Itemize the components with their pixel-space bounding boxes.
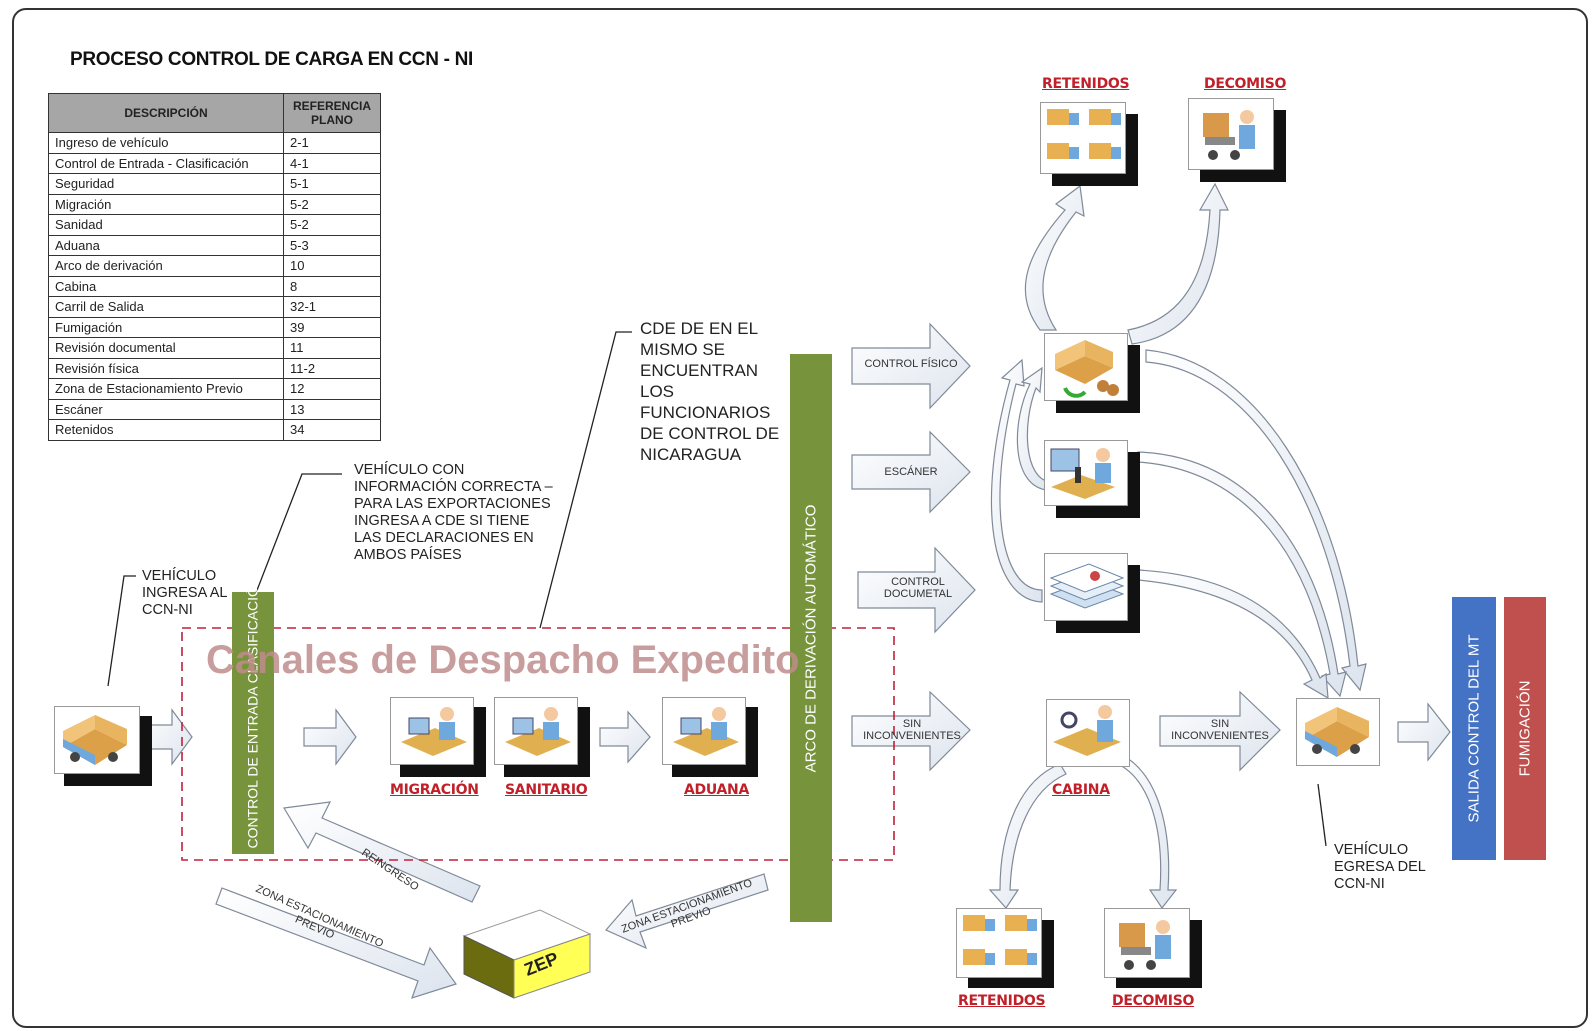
- label-aduana: ADUANA: [684, 782, 749, 798]
- arrow-label-escaner: ESCÁNER: [884, 466, 938, 478]
- label-decomiso-top: DECOMISO: [1204, 76, 1287, 92]
- bar-salida: SALIDA CONTROL DEL MT: [1452, 597, 1496, 860]
- canales-title: Canales de Despacho Expedito: [206, 638, 800, 682]
- arrow-up-retenidos: [1024, 184, 1085, 331]
- canales-dashed-box: [181, 627, 895, 861]
- arrow-zona-est-2: [605, 873, 769, 950]
- arrow-label-sin-inconvenientes-2: SIN INCONVENIENTES: [1171, 718, 1269, 742]
- note-vehiculo-ingresa: VEHÍCULO INGRESA AL CCN-NI: [142, 568, 227, 618]
- arrow-sanitary-to-customs: [599, 710, 651, 764]
- callout-ingresa: [107, 575, 136, 687]
- arrow-escaner-to-fisico: [1016, 366, 1051, 491]
- arrow-escaner: [851, 430, 971, 514]
- arrow-up-decomiso: [1127, 182, 1229, 345]
- label-sanitario: SANITARIO: [505, 782, 588, 798]
- callout-egresa: [1317, 783, 1327, 847]
- reference-table: DESCRIPCIÓN REFERENCIA PLANO Ingreso de …: [48, 93, 381, 441]
- table-header-row: DESCRIPCIÓN REFERENCIA PLANO: [48, 93, 381, 133]
- arrow-fisico-to-exit: [1145, 349, 1367, 692]
- bar-arco: ARCO DE DERIVACIÓN AUTOMÁTICO: [790, 354, 832, 922]
- label-retenidos-bottom: RETENIDOS: [958, 993, 1046, 1009]
- arrow-doc-to-fisico: [990, 358, 1043, 603]
- bar-control-entrada: CONTROL DE ENTRADA CLASIFICACIÓN DEL MT: [232, 520, 274, 854]
- zep-block: [462, 909, 592, 999]
- arrow-exit: [1397, 702, 1451, 762]
- bar-fumigacion: FUMIGACIÓN: [1504, 597, 1546, 860]
- arrow-escaner-to-exit: [1137, 451, 1347, 698]
- bar-arco-label: ARCO DE DERIVACIÓN AUTOMÁTICO: [802, 504, 820, 772]
- label-retenidos-top: RETENIDOS: [1042, 76, 1130, 92]
- arrow-control-documetal: [857, 546, 976, 634]
- arrow-reingreso: [283, 801, 481, 903]
- arrow-label-control-fisico: CONTROL FÍSICO: [864, 358, 958, 370]
- note-cde: CDE DE EN EL MISMO SE ENCUENTRAN LOS FUN…: [640, 319, 780, 464]
- arrow-sin-inconvenientes-2: [1159, 690, 1281, 772]
- bar-salida-label: SALIDA CONTROL DEL MT: [1465, 634, 1483, 823]
- arrow-doc-to-exit: [1137, 569, 1329, 700]
- bar-control-entrada-label: CONTROL DE ENTRADA CLASIFICACIÓN DEL MT: [244, 520, 261, 848]
- arrow-entry-to-migration: [303, 708, 357, 766]
- arrow-label-control-documetal: CONTROL DOCUMETAL: [883, 576, 953, 600]
- header-descripcion: DESCRIPCIÓN: [48, 93, 284, 133]
- note-vehiculo-egresa: VEHÍCULO EGRESA DEL CCN-NI: [1334, 842, 1426, 892]
- arrow-zona-est-1: [215, 887, 457, 999]
- label-cabina: CABINA: [1052, 782, 1110, 798]
- callout-cde: [539, 331, 632, 629]
- arrow-sin-inconvenientes-1: [851, 690, 971, 772]
- arrow-down-decomiso: [1117, 755, 1178, 910]
- page-title: PROCESO CONTROL DE CARGA EN CCN - NI: [70, 49, 473, 70]
- arrow-label-sin-inconvenientes-1: SIN INCONVENIENTES: [863, 718, 961, 742]
- callout-correcta: [253, 473, 342, 599]
- bar-fumigacion-label: FUMIGACIÓN: [1516, 680, 1534, 777]
- label-decomiso-bottom: DECOMISO: [1112, 993, 1195, 1009]
- label-migracion: MIGRACIÓN: [390, 782, 479, 798]
- note-vehiculo-correcta: VEHÍCULO CON INFORMACIÓN CORRECTA – PARA…: [354, 462, 553, 563]
- header-referencia: REFERENCIA PLANO: [283, 93, 381, 133]
- arrow-control-fisico: [851, 322, 971, 410]
